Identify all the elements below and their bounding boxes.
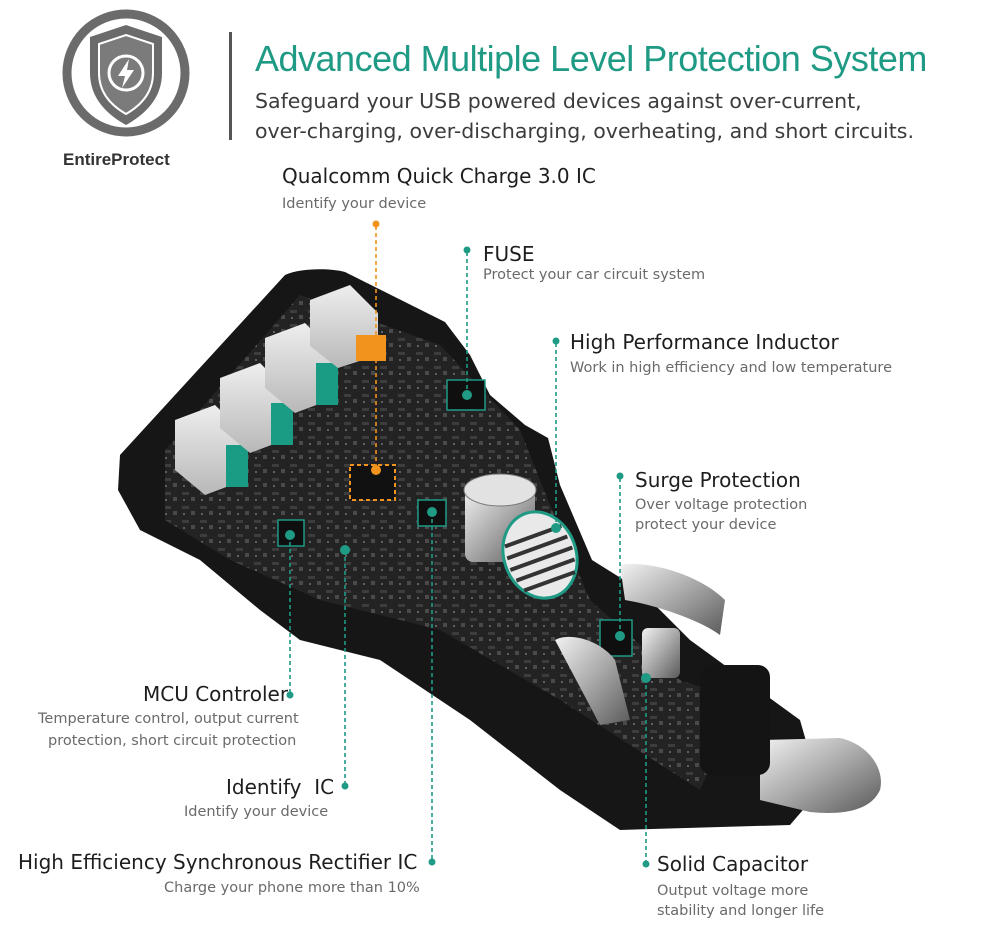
page-title: Advanced Multiple Level Protection Syste… [255, 38, 927, 79]
brand-name: EntireProtect [63, 150, 170, 169]
callout-identify-title: Identify IC [226, 775, 335, 799]
subtitle-line-2: over-charging, over-discharging, overhea… [255, 119, 914, 143]
callout-surge-title: Surge Protection [635, 468, 801, 492]
callout-surge-desc-1: Over voltage protection [635, 497, 808, 513]
callout-capacitor-title: Solid Capacitor [657, 852, 809, 876]
callout-surge-desc-2: protect your device [635, 517, 777, 533]
entireprotect-logo [62, 7, 190, 139]
callout-rectifier-desc: Charge your phone more than 10% [164, 880, 420, 896]
subtitle-line-1: Safeguard your USB powered devices again… [255, 89, 862, 113]
callout-inductor-title: High Performance Inductor [570, 330, 839, 354]
callout-rectifier-title: High Efficiency Synchronous Rectifier IC [18, 850, 418, 874]
callout-fuse-desc: Protect your car circuit system [483, 267, 706, 283]
header-divider [229, 32, 232, 140]
callout-mcu-title: MCU Controler [143, 682, 289, 706]
callout-inductor-desc: Work in high efficiency and low temperat… [570, 360, 892, 376]
callout-identify-desc: Identify your device [184, 804, 329, 820]
callout-capacitor-desc-1: Output voltage more [657, 883, 809, 899]
callout-capacitor-desc-2: stability and longer life [657, 903, 825, 919]
callout-qualcomm-desc: Identify your device [282, 196, 427, 212]
shield-bolt-icon [62, 9, 190, 137]
callout-mcu-desc-2: protection, short circuit protection [48, 733, 297, 749]
callout-qualcomm-title: Qualcomm Quick Charge 3.0 IC [282, 164, 596, 188]
callout-mcu-desc-1: Temperature control, output current [38, 711, 299, 727]
callout-fuse-title: FUSE [483, 242, 535, 266]
